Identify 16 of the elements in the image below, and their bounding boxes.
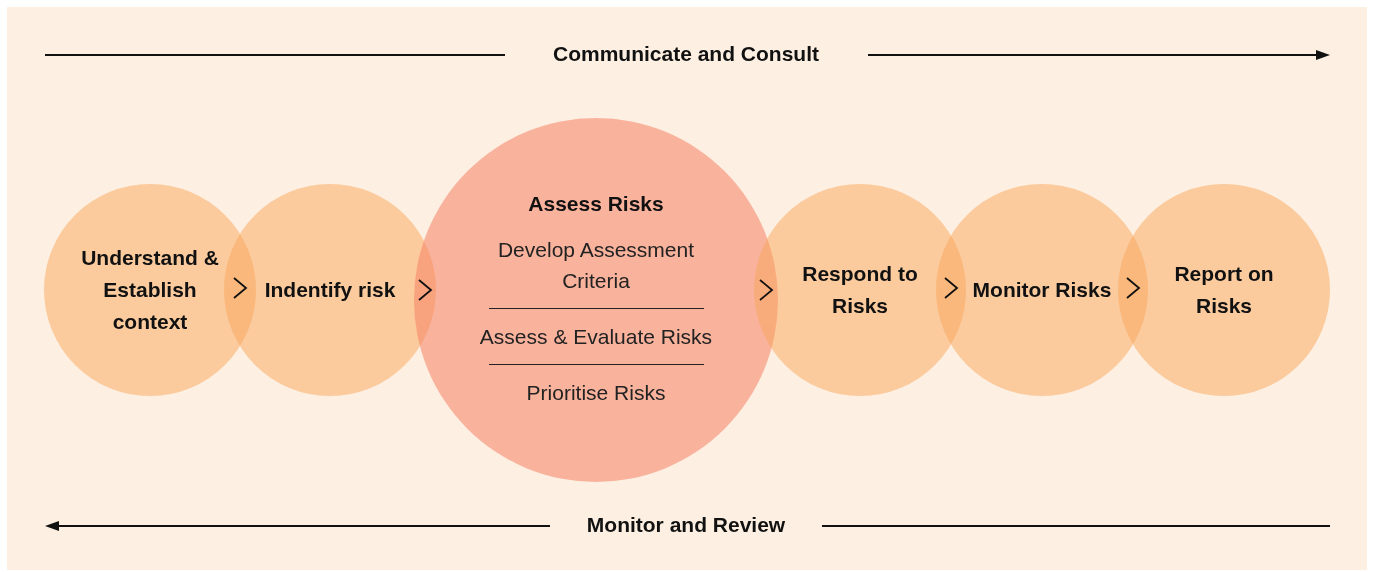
step-label: Prioritise Risks [526,380,666,406]
step-label: Assess & Evaluate Risks [479,324,713,350]
flow-label: Monitor and Review [586,513,786,537]
chevron-arrow [418,279,433,301]
chevron-arrow [944,277,959,299]
step-label: Respond to Risks [801,261,919,319]
circle-heading: Assess Risks [528,192,664,216]
chevron-arrow [233,277,248,299]
flow-label: Communicate and Consult [553,42,819,66]
step-label: Develop Assessment Criteria [496,237,696,294]
step-label: Indentify risk [264,277,396,303]
chevron-arrow [759,279,774,301]
chevron-arrow [1126,277,1141,299]
step-label: Monitor Risks [972,277,1112,303]
step-label: Understand & Establish context [80,245,220,335]
step-label: Report on Risks [1173,261,1275,319]
